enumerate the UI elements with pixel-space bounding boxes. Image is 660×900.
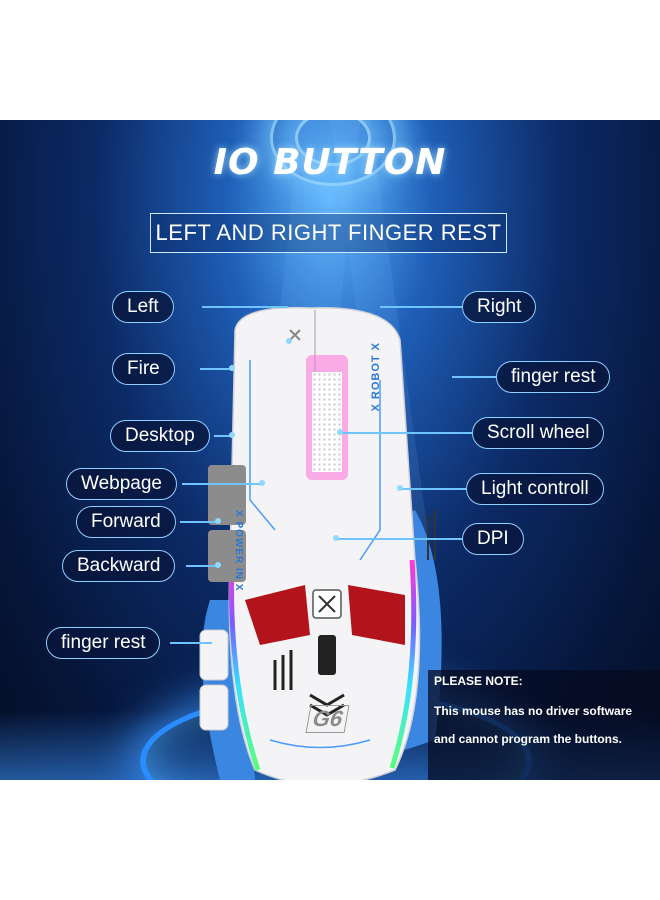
backward-button: [199, 684, 229, 731]
vent-decor: [273, 650, 293, 690]
leader-line-light-control: [400, 488, 466, 490]
label-fire: Fire: [112, 353, 175, 385]
leader-dot-forward: [215, 518, 221, 524]
forward-button: [199, 629, 229, 681]
mouse-body-svg: [199, 306, 442, 780]
fire-button: [208, 465, 246, 525]
subtitle-frame: LEFT AND RIGHT FINGER REST: [150, 213, 507, 253]
model-badge: G6: [305, 705, 350, 733]
label-left: Left: [112, 291, 174, 323]
chevron-decor: [309, 693, 345, 717]
leader-line-forward: [180, 521, 218, 523]
leader-dot-desktop: [229, 432, 235, 438]
product-scene: IO BUTTON LEFT AND RIGHT FINGER REST: [0, 120, 660, 780]
red-wing-left: [245, 585, 310, 645]
desktop-button: [208, 530, 246, 582]
mouse-shell: [228, 306, 421, 780]
leader-line-finger-rest-right: [452, 376, 496, 378]
dpi-button: [318, 635, 336, 675]
label-finger-rest-left: finger rest: [46, 627, 161, 659]
leader-line-left: [202, 306, 288, 308]
red-wing-right: [348, 585, 405, 645]
label-webpage: Webpage: [66, 468, 177, 500]
leader-dot-dpi: [333, 535, 339, 541]
leader-line-scroll-wheel: [340, 432, 472, 434]
leader-line-finger-rest-left: [170, 642, 212, 644]
leader-dot-fire: [229, 365, 235, 371]
scroll-wheel: [312, 372, 342, 472]
leader-dot-backward: [215, 562, 221, 568]
right-vent: [427, 510, 436, 560]
gaming-mouse-illustration: X ROBOT X X POWER IN X G6: [180, 300, 450, 780]
note-heading: PLEASE NOTE:: [434, 674, 523, 688]
subtitle-text: LEFT AND RIGHT FINGER REST: [155, 220, 502, 245]
note-line-2: and cannot program the buttons.: [434, 732, 622, 746]
leader-line-desktop: [214, 435, 232, 437]
leader-dot-webpage: [259, 480, 265, 486]
leader-dot-scroll-wheel: [337, 429, 343, 435]
label-forward: Forward: [76, 506, 176, 538]
label-finger-rest-right: finger rest: [496, 361, 611, 393]
leader-line-right: [380, 306, 462, 308]
ceiling-light-ring-inner: [295, 120, 371, 166]
label-scroll-wheel: Scroll wheel: [472, 417, 605, 449]
leader-line-backward: [186, 565, 218, 567]
label-dpi: DPI: [462, 523, 524, 555]
robot-printed-text: X ROBOT X: [370, 342, 382, 412]
please-note-box: PLEASE NOTE: This mouse has no driver so…: [428, 670, 660, 780]
rgb-strip-left: [229, 559, 261, 771]
leader-line-webpage: [182, 483, 262, 485]
label-light-control: Light controll: [466, 473, 604, 505]
power-printed-text: X POWER IN X: [233, 510, 244, 592]
leader-dot-left: [286, 338, 292, 344]
leader-line-fire: [200, 368, 232, 370]
headline-title: IO BUTTON: [213, 142, 447, 183]
leader-dot-light-control: [397, 485, 403, 491]
note-line-1: This mouse has no driver software: [434, 704, 633, 718]
label-right: Right: [462, 291, 537, 323]
label-backward: Backward: [62, 550, 176, 582]
label-desktop: Desktop: [110, 420, 210, 452]
trim-lines: [249, 360, 381, 749]
leader-line-dpi: [336, 538, 462, 540]
rgb-strip-right: [389, 559, 417, 769]
